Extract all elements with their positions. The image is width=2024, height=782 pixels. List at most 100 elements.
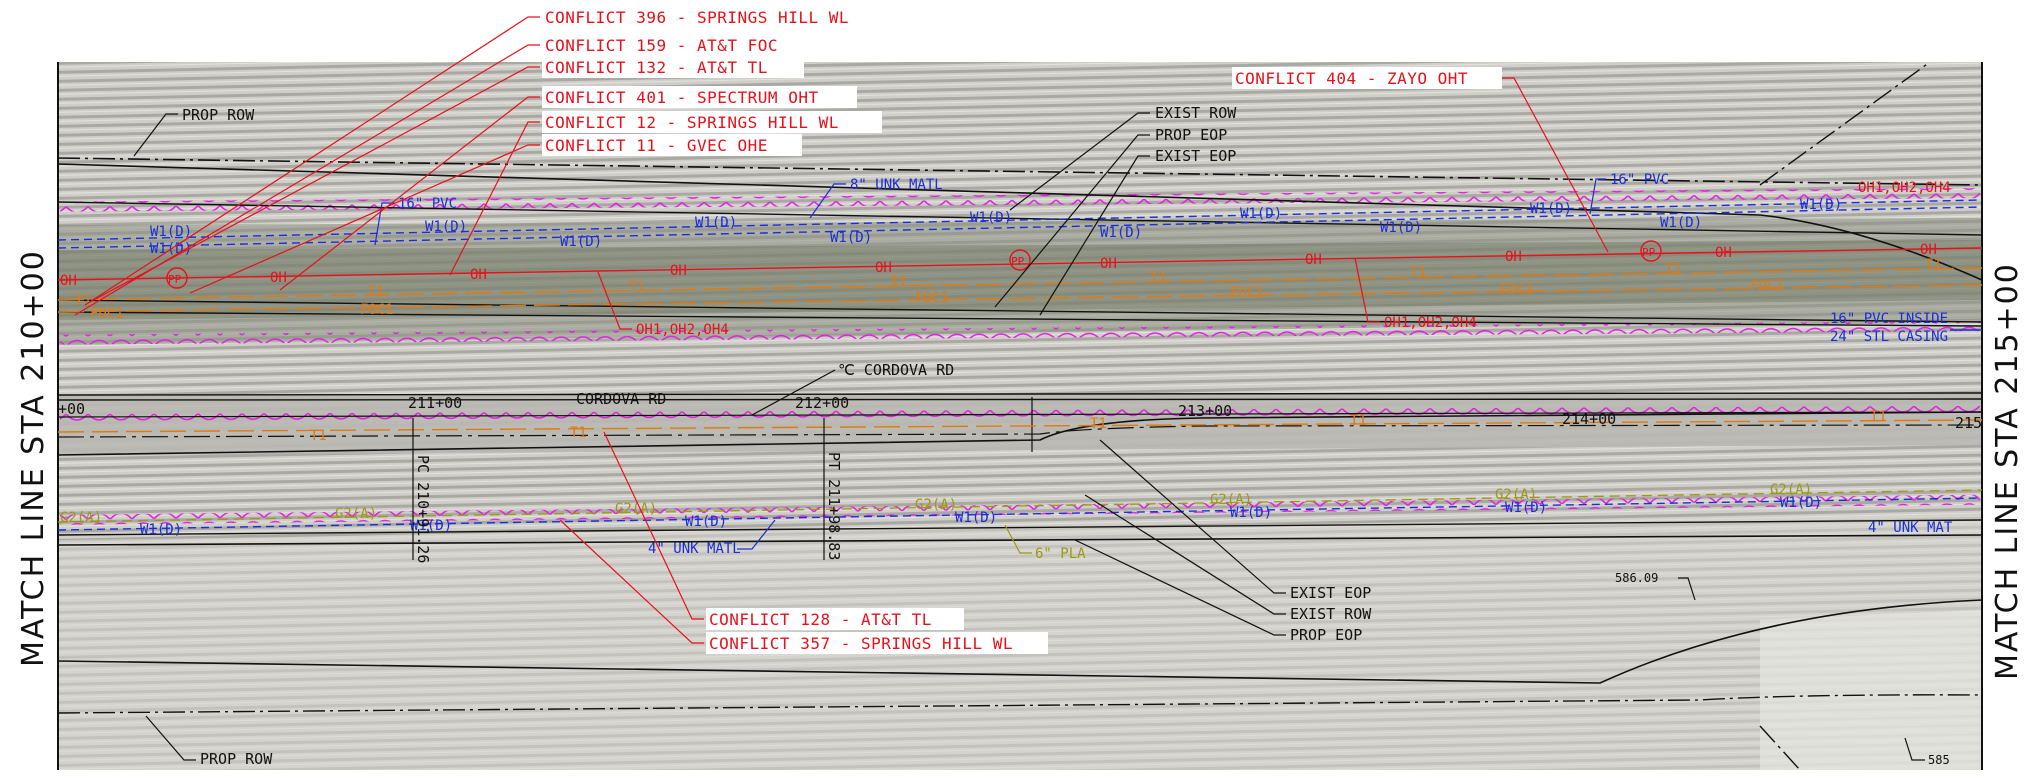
water-label: W1(D)	[1240, 206, 1282, 222]
power-pole-icon: PP	[166, 267, 188, 289]
overhead-label: OH	[1715, 245, 1732, 261]
exist-eop-bottom-label: EXIST EOP	[1290, 584, 1371, 602]
fiber-label: FOC1	[90, 306, 124, 322]
telecom-label: T1	[368, 284, 385, 300]
gas-label: G2(A)	[335, 506, 377, 522]
station-label: +00	[58, 400, 85, 418]
conflict-12-label: CONFLICT 12 - SPRINGS HILL WL	[545, 113, 839, 132]
utility-size-callouts: 16" PVC 8" UNK MATL 16" PVC 16" PVC INSI…	[374, 172, 1953, 562]
water-line-labels: W1(D) W1(D) W1(D) W1(D) W1(D) W1(D) W1(D…	[140, 197, 1842, 538]
station-label: 213+00	[1178, 402, 1232, 420]
pc-label: PC 210+91.26	[414, 455, 432, 563]
conflict-401-label: CONFLICT 401 - SPECTRUM OHT	[545, 88, 819, 107]
pvc-16-inside-label: 16" PVC INSIDE	[1830, 311, 1948, 327]
fiber-label: FOC1	[1500, 282, 1534, 298]
gas-line-labels: G2(A) G2(A) G2(A) G2(A) G2(A) G2(A) G2(A…	[60, 482, 1812, 526]
road-annotations: ℃ CORDOVA RD CORDOVA RD +00 211+00 212+0…	[58, 361, 1982, 563]
prop-eop-top-label: PROP EOP	[1155, 126, 1227, 144]
sheet-border	[57, 62, 1983, 770]
water-label: W1(D)	[410, 518, 452, 534]
unk-4-left-label: 4" UNK MATL	[648, 541, 741, 557]
match-lines: MATCH LINE STA 210+00 MATCH LINE STA 215…	[16, 249, 2024, 680]
overhead-label: OH	[470, 267, 487, 283]
telecom-label: T1	[75, 293, 92, 309]
water-label: W1(D)	[955, 510, 997, 526]
exist-row-bottom-label: EXIST ROW	[1290, 605, 1372, 623]
gas-lines	[57, 489, 1983, 523]
prop-row-top-label: PROP ROW	[182, 106, 255, 124]
water-label: W1(D)	[1660, 215, 1702, 231]
pt-label: PT 211+98.83	[825, 452, 843, 560]
gas-label: G2(A)	[1495, 487, 1537, 503]
water-label: W1(D)	[140, 522, 182, 538]
overhead-group-callouts: OH1,OH2,OH4 OH1,OH2,OH4 OH1,OH2,OH4	[597, 180, 1951, 338]
centerline-label: ℃ CORDOVA RD	[838, 361, 954, 379]
water-label: W1(D)	[1530, 201, 1572, 217]
conflict-396-label: CONFLICT 396 - SPRINGS HILL WL	[545, 8, 849, 27]
telecom-label: T1	[890, 274, 907, 290]
water-label: W1(D)	[1780, 495, 1822, 511]
exist-eop-top-label: EXIST EOP	[1155, 147, 1236, 165]
overhead-label: OH	[1100, 256, 1117, 272]
water-label: W1(D)	[695, 215, 737, 231]
gas-label: G2(A)	[60, 510, 102, 526]
oh-group-right-label: OH1,OH2,OH4	[1858, 180, 1951, 196]
elevation-label: 586.09	[1615, 571, 1658, 585]
conflict-128-label: CONFLICT 128 - AT&T TL	[709, 610, 932, 629]
telecom-label: T1	[1925, 257, 1942, 273]
station-label: 215	[1955, 414, 1982, 432]
telecom-label: T1	[1350, 413, 1367, 429]
overhead-label: OH	[875, 260, 892, 276]
power-pole-icon: PP	[1009, 249, 1031, 271]
overhead-label: OH	[1920, 242, 1937, 258]
water-label: W1(D)	[830, 230, 872, 246]
steel-casing-label: 24" STL CASING	[1830, 329, 1948, 345]
conflict-159-label: CONFLICT 159 - AT&T FOC	[545, 36, 778, 55]
conflict-callouts: CONFLICT 396 - SPRINGS HILL WL CONFLICT …	[74, 6, 1609, 654]
row-eop-callouts: PROP ROW PROP ROW EXIST ROW PROP EOP EXI…	[133, 104, 1950, 768]
water-label: W1(D)	[1230, 505, 1272, 521]
match-line-right: MATCH LINE STA 215+00	[1990, 262, 2024, 680]
overhead-label: OH	[270, 270, 287, 286]
overhead-label: OH	[670, 263, 687, 279]
water-label: W1(D)	[1380, 220, 1422, 236]
oh-group-mid-label: OH1,OH2,OH4	[1384, 315, 1477, 331]
telecom-label: T1	[1150, 270, 1167, 286]
pvc-16-right-label: 16" PVC	[1610, 172, 1669, 188]
oh-group-left-label: OH1,OH2,OH4	[636, 322, 729, 338]
gas-label: G2(A)	[1210, 492, 1252, 508]
svg-text:PP: PP	[168, 273, 182, 286]
water-label: W1(D)	[970, 210, 1012, 226]
water-lines	[57, 199, 1983, 531]
gas-label: G2(A)	[915, 497, 957, 513]
roadway-linework	[57, 61, 1983, 771]
fiber-label: FOC1	[360, 302, 394, 318]
unk-4-right-label: 4" UNK MAT	[1868, 520, 1953, 536]
prop-row-bottom-label: PROP ROW	[200, 750, 273, 768]
conflict-357-label: CONFLICT 357 - SPRINGS HILL WL	[709, 634, 1013, 653]
overhead-label: OH	[60, 273, 77, 289]
fiber-label: FOC1	[1750, 278, 1784, 294]
conflict-404-label: CONFLICT 404 - ZAYO OHT	[1235, 69, 1468, 88]
telecom-label: T1	[1090, 416, 1107, 432]
telecom-label: T1	[1665, 261, 1682, 277]
telecom-lines	[57, 267, 1983, 433]
conflict-11-label: CONFLICT 11 - GVEC OHE	[545, 136, 768, 155]
power-pole-icon: PP	[1640, 240, 1662, 262]
telecom-label: T1	[628, 279, 645, 295]
svg-text:PP: PP	[1642, 246, 1656, 259]
pvc-16-left-label: 16" PVC	[398, 196, 457, 212]
pla-6-label: 6" PLA	[1035, 546, 1086, 562]
water-label: W1(D)	[150, 224, 192, 240]
power-poles: PP PP PP	[166, 240, 1662, 289]
telecom-label: T1	[570, 425, 587, 441]
conflict-132-label: CONFLICT 132 - AT&T TL	[545, 58, 768, 77]
prop-eop-bottom-label: PROP EOP	[1290, 626, 1362, 644]
telecom-line-labels: T1 T1 T1 T1 T1 T1 T1 T1 FOC1 FOC1 FOC1 F…	[75, 257, 1942, 444]
match-line-left: MATCH LINE STA 210+00	[16, 249, 51, 667]
water-label: W1(D)	[425, 219, 467, 235]
overhead-label: OH	[1505, 249, 1522, 265]
fiber-label: FOC1	[915, 290, 949, 306]
gas-label: G2(A)	[615, 501, 657, 517]
